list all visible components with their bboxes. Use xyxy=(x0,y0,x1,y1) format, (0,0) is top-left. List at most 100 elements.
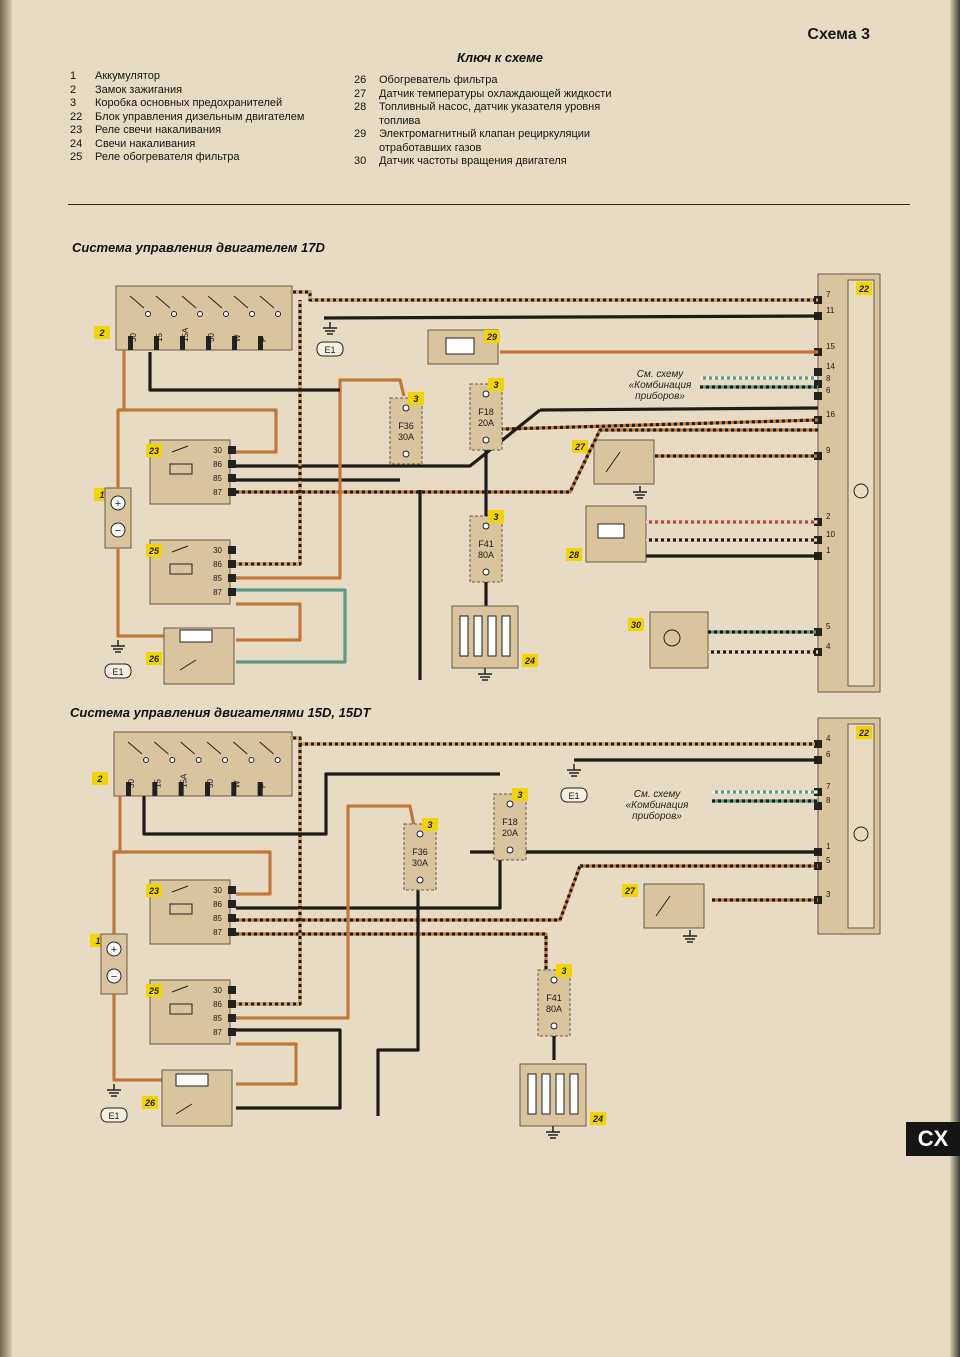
ref-badge xyxy=(94,326,110,339)
ref-badge xyxy=(92,772,108,785)
ground-label-box xyxy=(560,787,588,803)
fuse-terminal xyxy=(482,568,490,576)
ref-badge xyxy=(146,544,162,557)
diagram-label: 9 xyxy=(826,446,831,455)
diagram-label: 22 xyxy=(858,728,869,738)
switch-pin xyxy=(128,336,133,350)
relay-terminal xyxy=(228,900,236,908)
wire xyxy=(236,744,302,1006)
ref-badge xyxy=(628,618,644,631)
relay-terminal xyxy=(228,1014,236,1022)
diagram-label: 87 xyxy=(213,928,222,937)
relay-terminal xyxy=(228,986,236,994)
diagram-label: 27 xyxy=(624,886,636,896)
switch-pin xyxy=(126,782,131,796)
diagram-label: 23 xyxy=(148,886,159,896)
wire xyxy=(236,804,416,1020)
switch-terminal xyxy=(171,311,177,317)
diagram-label: 86 xyxy=(213,560,222,569)
valve-solenoid xyxy=(445,337,475,355)
diagram-label: 6 xyxy=(826,750,831,759)
relay-terminal xyxy=(228,588,236,596)
diagram-label: 5 xyxy=(826,622,831,631)
fuse-terminal xyxy=(416,876,424,884)
fuse-terminal xyxy=(550,976,558,984)
diagram-label: E1 xyxy=(108,1111,119,1121)
diagram-label: 1 xyxy=(826,842,831,851)
diagram-label: 26 xyxy=(148,654,160,664)
filter-heater xyxy=(179,629,213,643)
see-scheme-note-top: См. схему «Комбинация приборов» xyxy=(628,369,692,402)
thermo-switch xyxy=(179,659,197,671)
diagram-label: 24 xyxy=(592,1114,603,1124)
ref-badge xyxy=(856,726,872,739)
glow-plug xyxy=(569,1073,579,1115)
diagram-label: 1 xyxy=(95,936,100,946)
diagram-label: 15A xyxy=(180,773,189,788)
glow-plug xyxy=(555,1073,565,1115)
diagram-label: 85 xyxy=(213,914,222,923)
relay-terminal xyxy=(228,886,236,894)
ecu-pin xyxy=(814,802,822,810)
battery-minus xyxy=(106,968,122,984)
wire-stripe xyxy=(236,300,302,566)
diagram-label: 3 xyxy=(493,380,498,390)
diagram-label: 85 xyxy=(213,1014,222,1023)
sensor-switch xyxy=(655,895,671,917)
ref-badge xyxy=(146,984,162,997)
ecu-body xyxy=(847,279,875,687)
switch-terminal xyxy=(143,757,149,763)
switch-terminal xyxy=(195,757,202,763)
relay-terminal xyxy=(228,460,236,468)
relay-coil xyxy=(169,903,193,915)
switch-pin xyxy=(152,782,158,796)
diagram-label: 3 xyxy=(493,512,498,522)
diagram-label: 10 xyxy=(826,530,835,539)
component-box xyxy=(149,539,231,605)
switch-terminal xyxy=(222,757,228,763)
diagram-label: 8 xyxy=(826,374,831,383)
diagram-label: W xyxy=(232,780,241,788)
switch-pin xyxy=(257,782,263,796)
component-box xyxy=(149,979,231,1045)
filter-heater xyxy=(175,1073,209,1087)
diagram-label: F18 xyxy=(502,817,518,827)
fuse-terminal xyxy=(482,522,490,530)
diagram-label: E1 xyxy=(568,791,579,801)
switch-contact xyxy=(207,295,223,309)
ref-badge xyxy=(422,818,438,831)
fuse-terminal xyxy=(506,800,514,808)
diagram-label: F36 xyxy=(398,421,414,431)
switch-contact xyxy=(180,741,195,755)
diagram-label: 30 xyxy=(213,986,222,995)
wire xyxy=(142,772,500,836)
diagram-label: 24 xyxy=(524,656,535,666)
diagram-label: 85 xyxy=(213,574,222,583)
wire xyxy=(236,428,818,494)
ref-badge xyxy=(556,964,572,977)
diagram-label: 3 xyxy=(427,820,432,830)
glow-plug xyxy=(487,615,497,657)
thermo-switch xyxy=(175,1103,193,1115)
relay-coil xyxy=(169,463,193,475)
diagram-label: E1 xyxy=(324,345,335,355)
wire-stripe xyxy=(236,932,548,970)
ecu-body xyxy=(847,723,875,929)
switch-terminal xyxy=(197,311,203,317)
ref-badge xyxy=(590,1112,606,1125)
legend-title: Ключ к схеме xyxy=(457,50,543,65)
ground-label-box xyxy=(104,663,132,679)
ground-label-box xyxy=(100,1107,128,1123)
switch-contact xyxy=(206,741,222,755)
fuse-terminal xyxy=(506,846,514,854)
wire xyxy=(376,880,420,1116)
diagram-label: − xyxy=(115,525,121,537)
ref-badge xyxy=(488,510,504,523)
component-box xyxy=(149,879,231,945)
